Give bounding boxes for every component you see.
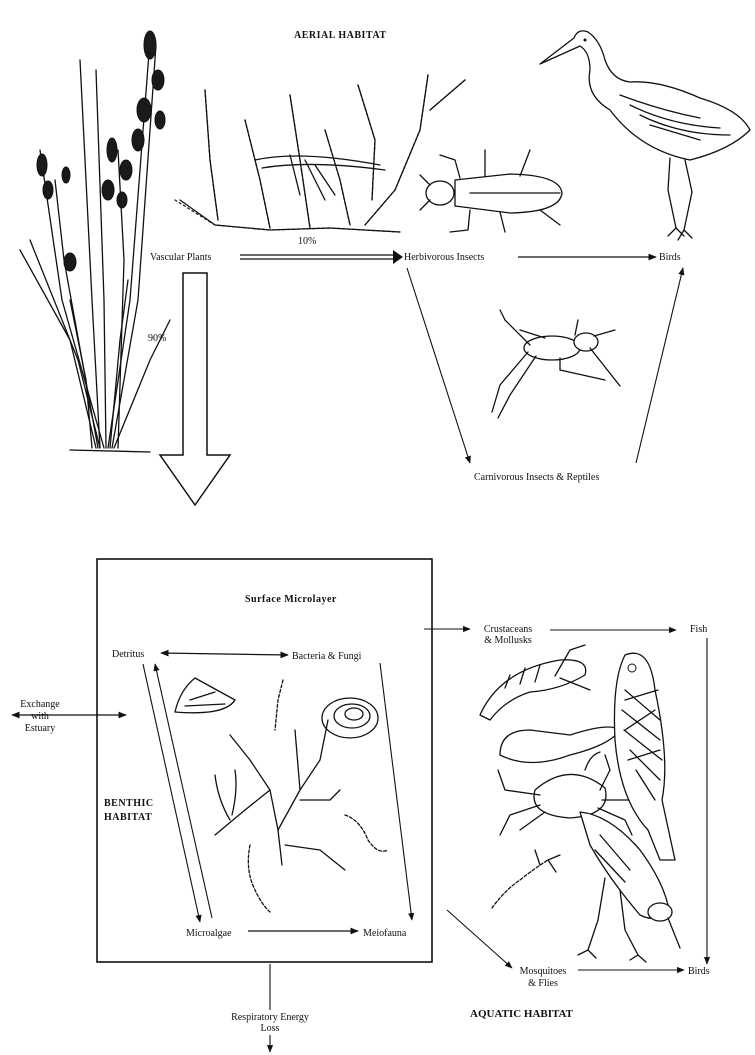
exchange-label-line3: Estuary — [25, 723, 56, 734]
aquatic-habitat-label: AQUATIC HABITAT — [470, 1008, 574, 1020]
surface-microlayer-label: Surface Microlayer — [245, 594, 337, 605]
energy-transfer-arrow-10 — [240, 250, 403, 264]
energy-transfer-arrow-90 — [160, 273, 230, 505]
ninety-percent-label: 90% — [148, 333, 166, 344]
birds-bottom-label: Birds — [688, 966, 710, 977]
vascular-plants-label: Vascular Plants — [150, 252, 211, 263]
clam-illustration — [500, 727, 620, 763]
crustaceans-label-line2: & Mollusks — [484, 635, 532, 646]
crab-illustration — [498, 752, 632, 835]
exchange-label-line1: Exchange — [20, 699, 60, 710]
ten-percent-label: 10% — [298, 236, 316, 247]
birds-top-label: Birds — [659, 252, 681, 263]
heron-illustration — [540, 31, 750, 240]
microalgae-label: Microalgae — [186, 928, 232, 939]
meiofauna-label: Meiofauna — [363, 928, 407, 939]
shell-illustration — [175, 678, 235, 713]
benthic-habitat-box — [97, 559, 432, 962]
respiratory-label-line2: Loss — [261, 1023, 280, 1034]
beetle-illustration — [420, 150, 562, 232]
spider-illustration — [492, 310, 620, 418]
shrimp-illustration — [480, 645, 590, 720]
carnivorous-label: Carnivorous Insects & Reptiles — [474, 472, 599, 483]
benthic-habitat-label-line1: BENTHIC — [104, 798, 154, 809]
detritus-label: Detritus — [112, 649, 144, 660]
mosquitoes-label-line1: Mosquitoes — [520, 966, 567, 977]
fish-illustration — [614, 653, 675, 860]
benthic-habitat-label-line2: HABITAT — [104, 812, 152, 823]
herbivorous-insects-label: Herbivorous Insects — [404, 252, 484, 263]
snail-shell-illustration — [322, 698, 378, 738]
exchange-label-line2: with — [31, 711, 49, 722]
fish-label: Fish — [690, 624, 707, 635]
aerial-habitat-label: AERIAL HABITAT — [294, 30, 386, 41]
mosquitoes-label-line2: & Flies — [528, 978, 558, 989]
marsh-grass-illustration — [20, 31, 170, 452]
mosquito-larva-illustration — [492, 850, 560, 908]
respiratory-label-line1: Respiratory Energy — [231, 1012, 309, 1023]
bacteria-fungi-label: Bacteria & Fungi — [292, 651, 362, 662]
crustaceans-label-line1: Crustaceans — [484, 624, 532, 635]
